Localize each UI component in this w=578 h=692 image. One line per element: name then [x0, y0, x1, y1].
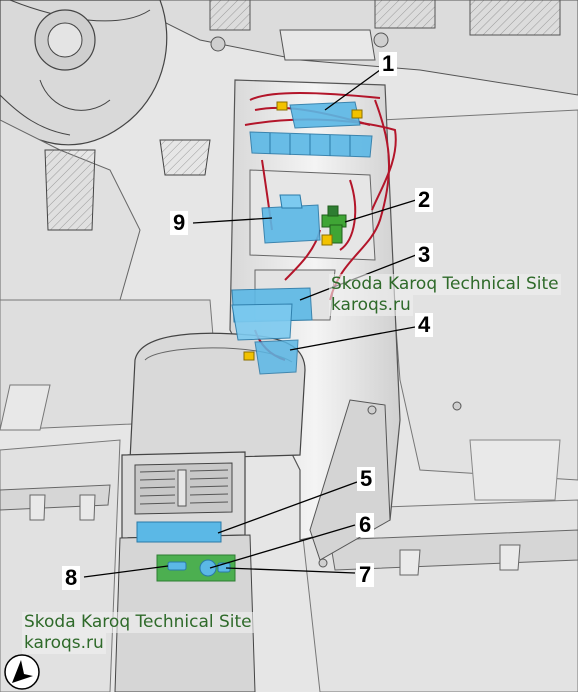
- component-2-connector: [321, 205, 347, 246]
- component-1-upper-module: [249, 101, 373, 158]
- watermark-title-bottom: Skoda Karoq Technical Site: [22, 612, 254, 633]
- callout-5: 5: [357, 467, 376, 491]
- callout-7: 7: [356, 563, 375, 587]
- watermark-url-bottom: karoqs.ru: [22, 633, 106, 654]
- steering-wheel: [0, 0, 168, 146]
- callout-3: 3: [415, 243, 434, 267]
- callout-9: 9: [170, 211, 189, 235]
- pedal-area: [0, 119, 221, 431]
- leader-lines: [83, 69, 417, 578]
- direction-arrow-icon: [4, 654, 40, 690]
- watermark-url-center: karoqs.ru: [329, 295, 413, 316]
- callout-6: 6: [356, 513, 375, 537]
- dashboard: [119, 0, 578, 96]
- callout-8: 8: [62, 566, 81, 590]
- usb-panel: [156, 554, 236, 582]
- watermark-title-center: Skoda Karoq Technical Site: [329, 274, 561, 295]
- callout-1: 1: [379, 52, 398, 76]
- callout-4: 4: [415, 313, 434, 337]
- component-4-module: [243, 339, 299, 375]
- component-5-rear-panel: [136, 521, 222, 543]
- component-9-control-unit: [261, 194, 321, 244]
- callout-2: 2: [415, 188, 434, 212]
- component-3-module: [231, 287, 313, 341]
